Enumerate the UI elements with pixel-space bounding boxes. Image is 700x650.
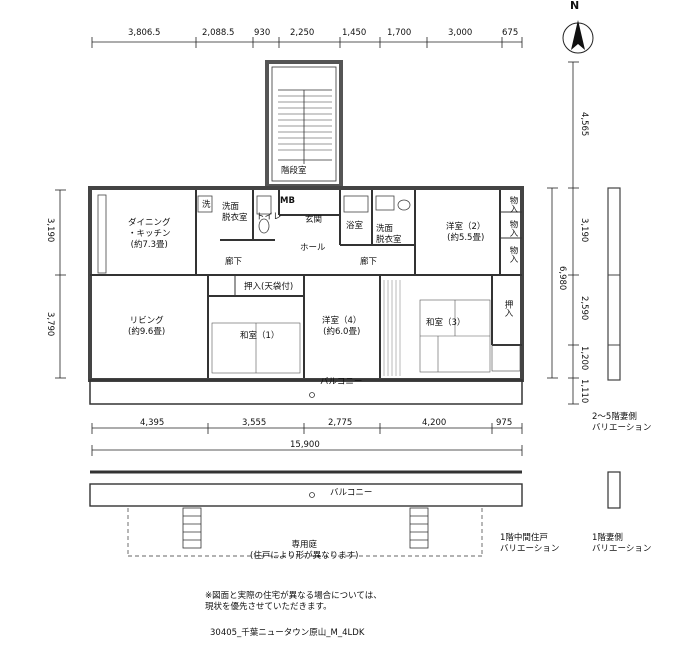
compass-label: N [570,0,580,12]
western4-label: 洋室（4） (約6.0畳) [322,316,362,337]
washroom2-label: 洗面 脱衣室 [376,224,402,245]
washroom-label: 洗面 脱衣室 [222,202,248,223]
bath-label: 浴室 [346,221,364,231]
variation-mid-label: 1階中間住戸 バリエーション [500,533,560,554]
top-dim-8: 675 [502,28,519,38]
closet-lines [383,280,401,376]
japanese1-label: 和室（1） [240,331,280,341]
corridor2-label: 廊下 [360,257,378,267]
hall-label: ホール [300,243,326,253]
bottom-dim-3: 2,775 [328,418,353,428]
right-dim-3: 2,590 [579,296,589,321]
right-dim-2: 3,190 [579,218,589,243]
bottom-dim-2: 3,555 [242,418,267,428]
garden-label: 専用庭 (住戸により形が異なります) [250,540,359,561]
western2-label: 洋室（2） (約5.5畳) [446,222,486,243]
oshiire-top-label: 押入(天袋付) [244,282,294,292]
right-dimension-line [547,61,579,405]
notes: ※図面と実際の住宅が異なる場合については、 現状を優先させていただきます。 [205,591,382,612]
balcony [89,379,523,405]
fixtures [97,194,521,372]
variation-upper-wall [607,187,621,381]
entrance-label: 玄関 [305,215,323,225]
total-width: 15,900 [290,440,320,450]
toilet-label: トイレ [256,212,282,222]
wash-label: 洗 [202,200,211,210]
dining-label: ダイニング ・キッチン (約7.3畳) [128,218,171,250]
top-dim-5: 1,450 [342,28,367,38]
closet-label-3: 物入 [508,246,518,263]
north-compass [562,20,594,54]
japanese3-label: 和室（3） [426,318,466,328]
left-dim-1: 3,190 [45,218,55,243]
balcony-label: バルコニー [320,377,363,387]
right-dim-4: 1,200 [579,346,589,371]
caption: 30405_千葉ニュータウン原山_M_4LDK [210,628,365,638]
interior-walls [90,190,522,378]
living-label: リビング (約9.6畳) [128,316,166,337]
top-dim-1: 3,806.5 [128,28,161,38]
closet-label-1: 物入 [508,196,518,213]
right-dim-5: 1,110 [579,379,589,404]
japanese-room-3-tatami [419,299,491,373]
left-dimension-line [55,189,66,379]
oshiire-label: 押入 [503,300,513,317]
left-dim-2: 3,790 [45,312,55,337]
closet-label-2: 物入 [508,220,518,237]
japanese-room-1-tatami [211,322,301,374]
bottom-dim-1: 4,395 [140,418,165,428]
variation-end-label: 1階妻側 バリエーション [592,533,652,554]
top-dim-4: 2,250 [290,28,315,38]
top-dim-6: 1,700 [387,28,412,38]
balcony2-label: バルコニー [330,488,373,498]
variation-upper-label: 2～5階妻側 バリエーション [592,412,652,433]
bottom-dim-5: 975 [496,418,513,428]
stair-label: 階段室 [281,166,307,176]
right-dim-total: 6,980 [557,266,567,291]
ground-floor-variation [89,470,621,557]
corridor1-label: 廊下 [225,257,243,267]
top-dim-3: 930 [254,28,271,38]
bottom-dimension-line [91,423,523,456]
mb-label: MB [280,196,295,206]
bottom-dim-4: 4,200 [422,418,447,428]
top-dimension-line [91,37,523,48]
top-dim-7: 3,000 [448,28,473,38]
top-dim-2: 2,088.5 [202,28,235,38]
right-dim-1: 4,565 [579,112,589,137]
